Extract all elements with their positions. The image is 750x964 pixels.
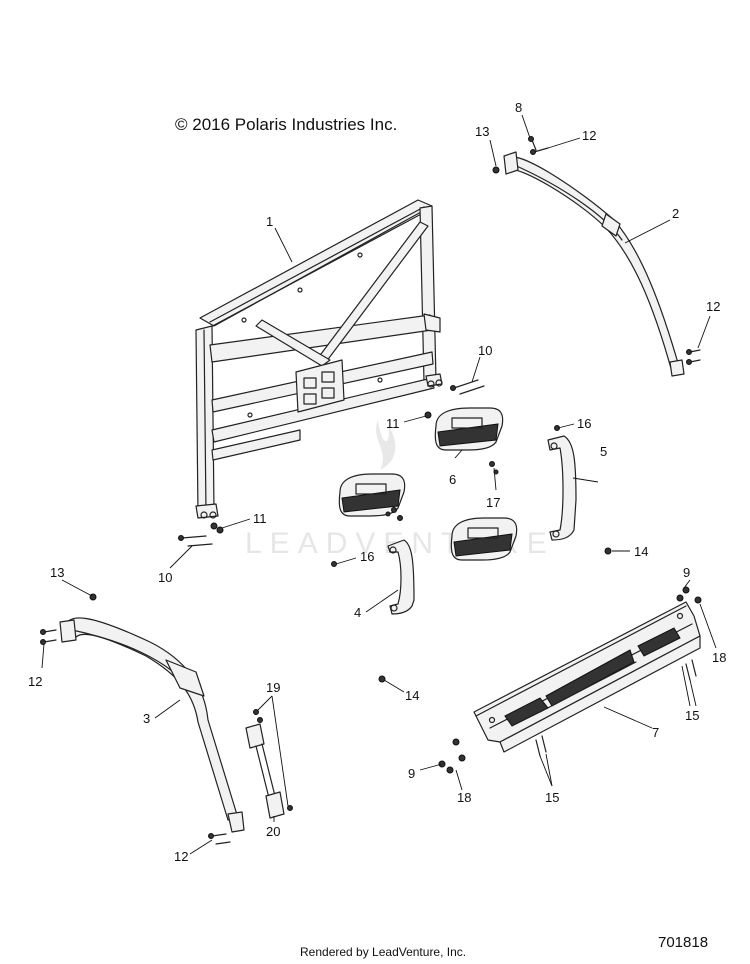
callout-7: 7 xyxy=(652,725,659,740)
leader-19b xyxy=(271,695,289,807)
callout-11-right: 11 xyxy=(386,416,400,431)
callout-11-left: 11 xyxy=(253,511,267,526)
callout-13-top: 13 xyxy=(475,124,489,139)
callout-14-right: 14 xyxy=(634,544,648,559)
callout-16-right: 16 xyxy=(577,416,591,431)
callout-12-left: 12 xyxy=(28,674,42,689)
callout-10-right: 10 xyxy=(478,343,492,358)
callout-13-left: 13 xyxy=(50,565,64,580)
part-5-grab-handle xyxy=(547,435,577,541)
callout-12-bottom: 12 xyxy=(174,849,188,864)
part-1-rear-frame xyxy=(195,199,443,519)
leader-6 xyxy=(454,449,463,459)
leader-5 xyxy=(572,477,599,483)
part-7-tailgate xyxy=(473,601,701,753)
callout-2: 2 xyxy=(672,206,679,221)
part-4-grab-handle xyxy=(387,539,415,615)
part-2-right-tube xyxy=(503,151,685,377)
leader-1 xyxy=(274,227,293,263)
part-6-light-housing-upper xyxy=(434,407,504,451)
callout-15-right: 15 xyxy=(685,708,699,723)
callout-5: 5 xyxy=(600,444,607,459)
callout-18-left: 18 xyxy=(457,790,471,805)
callout-20: 20 xyxy=(266,824,280,839)
callout-6: 6 xyxy=(449,472,456,487)
leader-4 xyxy=(365,589,399,613)
callout-12-top: 12 xyxy=(582,128,596,143)
callout-9-left: 9 xyxy=(408,766,415,781)
part-6-light-housing-left xyxy=(338,473,406,517)
callout-3: 3 xyxy=(143,711,150,726)
hardware-leaders xyxy=(41,114,717,855)
callout-15-left: 15 xyxy=(545,790,559,805)
hardware-fasteners xyxy=(40,136,702,845)
callout-1: 1 xyxy=(266,214,273,229)
callout-16-left: 16 xyxy=(360,549,374,564)
leader-19 xyxy=(257,695,273,711)
leader-2 xyxy=(624,219,671,244)
callout-4: 4 xyxy=(354,605,361,620)
callout-9-right: 9 xyxy=(683,565,690,580)
callout-18-right: 18 xyxy=(712,650,726,665)
callout-12-right: 12 xyxy=(706,299,720,314)
copyright-text: © 2016 Polaris Industries Inc. xyxy=(175,115,397,134)
callout-19: 19 xyxy=(266,680,280,695)
part-6-light-housing-lower xyxy=(450,517,518,561)
callout-10-left: 10 xyxy=(158,570,172,585)
callout-14-left: 14 xyxy=(405,688,419,703)
callout-17: 17 xyxy=(486,495,500,510)
leader-7 xyxy=(603,706,653,729)
part-20-tailgate-strap xyxy=(245,709,293,819)
footer-credit: Rendered by LeadVenture, Inc. xyxy=(300,945,466,959)
document-number: 701818 xyxy=(658,934,708,951)
leader-3 xyxy=(154,699,181,719)
part-3-left-tube xyxy=(59,617,245,833)
callout-8: 8 xyxy=(515,100,522,115)
